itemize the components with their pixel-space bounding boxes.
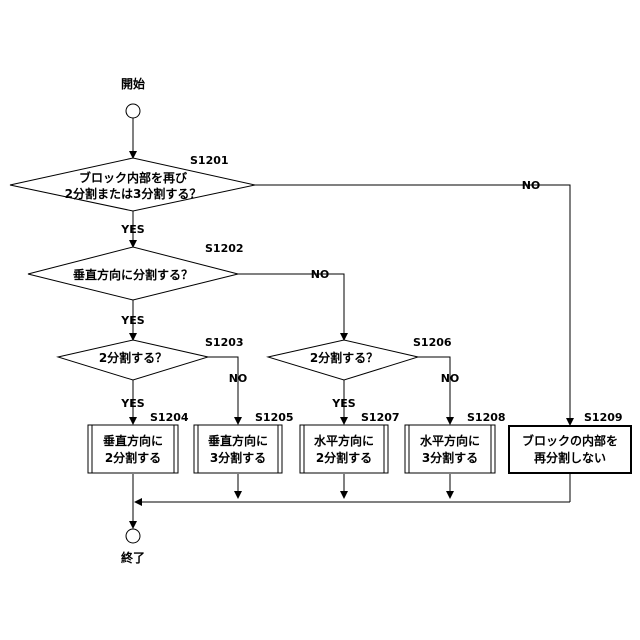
step-label-s1202: S1202	[205, 242, 244, 255]
end-terminal	[126, 529, 140, 543]
process-s1207-line1: 水平方向に	[314, 433, 374, 448]
start-label: 開始	[121, 76, 145, 91]
decision-s1201-line1: ブロック内部を再び	[79, 170, 188, 185]
arrow-s1206-no	[418, 357, 450, 424]
decision-s1203-line1: 2分割する？	[99, 350, 167, 365]
step-label-s1208: S1208	[467, 411, 506, 424]
process-s1204-line2: 2分割する	[105, 450, 161, 465]
process-s1204-line1: 垂直方向に	[103, 433, 163, 448]
arrow-s1202-no	[238, 274, 344, 340]
decision-s1206-line1: 2分割する？	[310, 350, 378, 365]
step-label-s1203: S1203	[205, 336, 244, 349]
process-s1204: 垂直方向に 2分割する	[88, 425, 178, 473]
process-s1204-box	[88, 425, 178, 473]
start-terminal	[126, 104, 140, 118]
process-s1209-line1: ブロックの内部を	[522, 433, 618, 448]
arrow-s1201-no	[255, 185, 570, 425]
process-s1207-line2: 2分割する	[316, 450, 372, 465]
arrow-s1203-no	[208, 357, 238, 424]
step-label-s1201: S1201	[190, 154, 229, 167]
process-s1205: 垂直方向に 3分割する	[194, 425, 282, 473]
process-s1205-line2: 3分割する	[210, 450, 266, 465]
branch-yes-s1202: YES	[120, 314, 144, 327]
process-s1207-box	[300, 425, 388, 473]
step-label-s1207: S1207	[361, 411, 400, 424]
step-label-s1204: S1204	[150, 411, 189, 424]
process-s1208: 水平方向に 3分割する	[405, 425, 495, 473]
process-s1208-line2: 3分割する	[422, 450, 478, 465]
process-s1205-box	[194, 425, 282, 473]
end-label: 終了	[121, 550, 145, 565]
process-s1207: 水平方向に 2分割する	[300, 425, 388, 473]
branch-no-s1206: NO	[441, 372, 460, 385]
branch-yes-s1201: YES	[120, 223, 144, 236]
branch-yes-s1203: YES	[120, 397, 144, 410]
branch-no-s1201: NO	[522, 179, 541, 192]
decision-s1202-line1: 垂直方向に分割する？	[73, 267, 193, 282]
branch-no-s1202: NO	[311, 268, 330, 281]
process-s1209: ブロックの内部を 再分割しない	[509, 426, 631, 473]
branch-no-s1203: NO	[229, 372, 248, 385]
step-label-s1209: S1209	[584, 411, 623, 424]
decision-s1201-line2: 2分割または3分割する？	[65, 186, 202, 201]
step-label-s1206: S1206	[413, 336, 452, 349]
process-s1209-line2: 再分割しない	[534, 450, 606, 465]
process-s1208-line1: 水平方向に	[420, 433, 480, 448]
step-label-s1205: S1205	[255, 411, 294, 424]
process-s1208-box	[405, 425, 495, 473]
process-s1205-line1: 垂直方向に	[208, 433, 268, 448]
branch-yes-s1206: YES	[331, 397, 355, 410]
